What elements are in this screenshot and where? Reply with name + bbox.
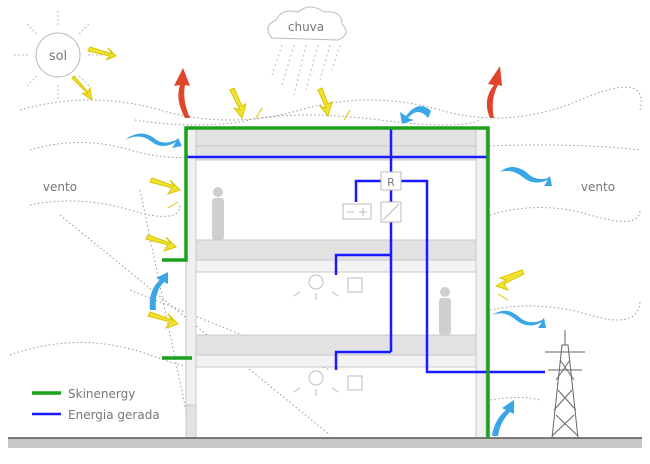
wind-label-right: vento xyxy=(581,180,615,194)
solar-radiation-arrows xyxy=(71,46,525,329)
rain-cloud-icon: chuva xyxy=(267,6,347,96)
lamp-icon xyxy=(293,370,339,396)
socket-icon xyxy=(347,277,363,293)
sun-label: sol xyxy=(49,49,67,64)
regulator-label: R xyxy=(387,176,395,189)
legend-label: Skinenergy xyxy=(68,387,135,401)
power-pylon-icon xyxy=(545,330,585,439)
skinenergy-lines xyxy=(162,126,490,438)
battery-icon xyxy=(342,203,372,220)
ground xyxy=(8,438,642,448)
regulator-box: R xyxy=(380,171,402,191)
legend: Skinenergy Energia gerada xyxy=(32,387,160,422)
generated-energy-lines xyxy=(187,128,545,374)
heat-arrows xyxy=(174,66,502,118)
person-icon xyxy=(212,187,224,240)
legend-item-skinenergy: Skinenergy xyxy=(32,387,135,401)
building-section xyxy=(185,127,487,439)
socket-icon xyxy=(347,375,363,391)
person-icon xyxy=(439,287,451,335)
legend-item-energia-gerada: Energia gerada xyxy=(32,408,160,422)
wind-lines xyxy=(9,86,642,436)
legend-label: Energia gerada xyxy=(68,408,160,422)
rain-label: chuva xyxy=(288,20,324,34)
wind-label-left: vento xyxy=(43,180,77,194)
wind-arrows xyxy=(125,106,552,436)
lamp-icon xyxy=(293,274,339,300)
inverter-icon xyxy=(380,201,402,223)
sun-icon: sol xyxy=(13,10,103,100)
